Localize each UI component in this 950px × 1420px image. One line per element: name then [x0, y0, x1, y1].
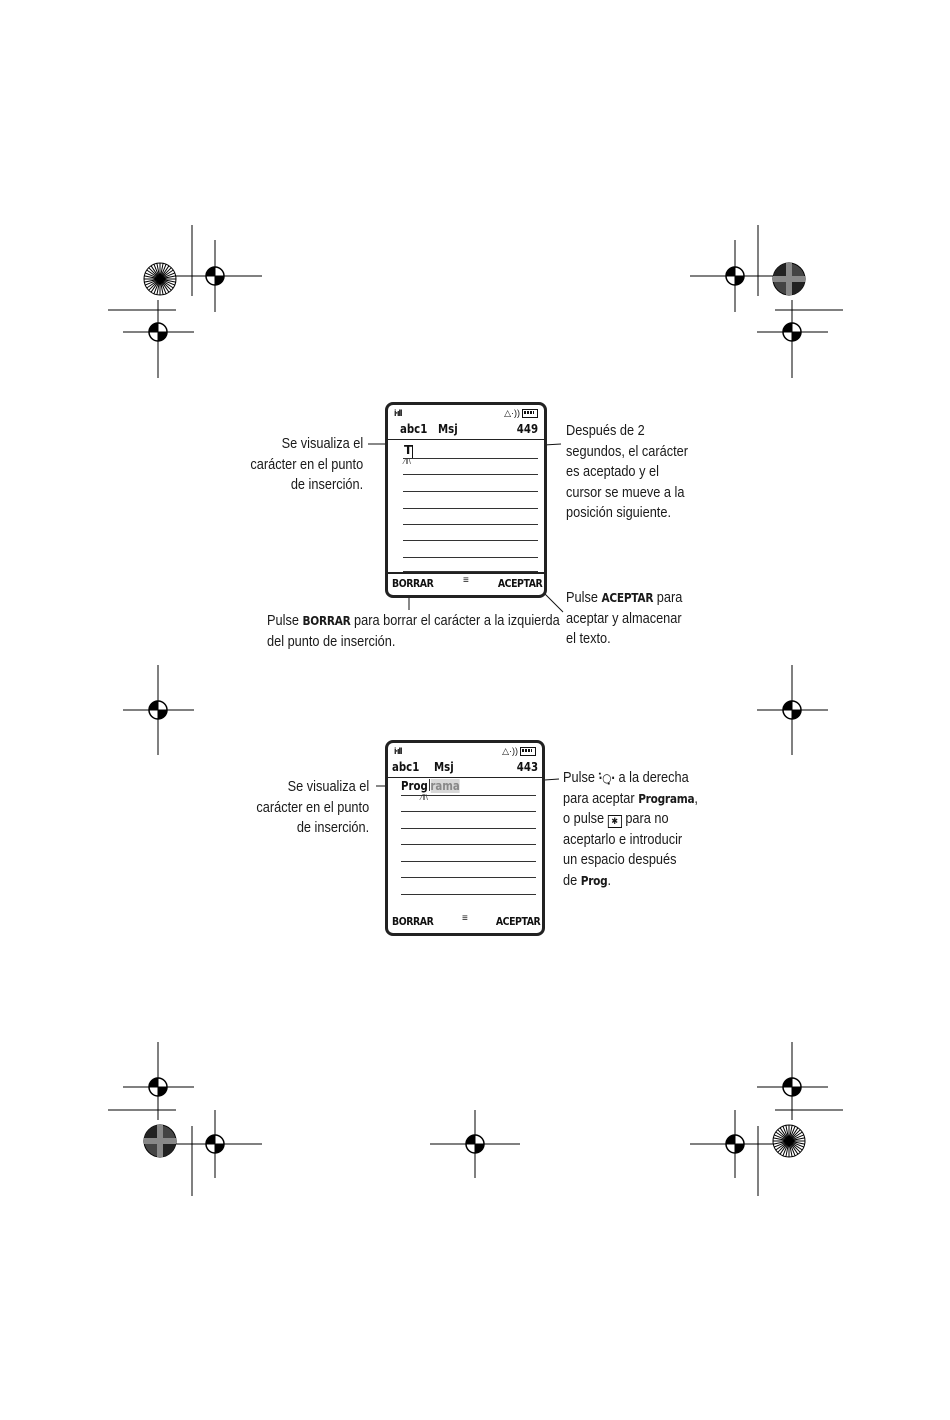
- battery-icon: [520, 747, 536, 756]
- ringer-icon: △·)): [502, 746, 518, 756]
- text-line: [403, 571, 538, 572]
- aceptar-softkey[interactable]: ACEPTAR: [495, 915, 541, 928]
- callout-aceptar: Pulse ACEPTAR para aceptar y almacenar e…: [566, 590, 683, 647]
- text-line: [401, 811, 536, 812]
- typed-text: Prog: [401, 779, 428, 793]
- text-line: [401, 795, 536, 796]
- text-line: [401, 828, 536, 829]
- text-line: [403, 557, 538, 558]
- callout-cursor-advance: Después de 2 segundos, el carácter es ac…: [566, 423, 689, 521]
- callout-insertion-point-2: Se visualiza el carácter en el punto de …: [256, 779, 369, 836]
- borrar-softkey[interactable]: BORRAR: [392, 915, 434, 928]
- text-line: [403, 508, 538, 509]
- text-line: [401, 844, 536, 845]
- text-line: [401, 861, 536, 862]
- callout-insertion-point-1: Se visualiza el carácter en el punto de …: [250, 436, 363, 493]
- key-aceptar: ACEPTAR: [601, 591, 654, 605]
- star-key-icon: ✱: [607, 815, 622, 828]
- key-prog: Prog: [580, 873, 608, 888]
- status-bar: i∙ıll △·)): [388, 743, 542, 759]
- cursor-flash-icon: ⁄‖\: [421, 793, 428, 802]
- message-header: abc1 Msj 443: [388, 759, 542, 778]
- callout-borrar: Pulse BORRAR para borrar el carácter a l…: [267, 613, 560, 650]
- callout-accept-word: Pulse ·̇○̣· a la derecha para aceptar Pr…: [563, 770, 698, 889]
- softkey-bar: BORRAR ≡ ACEPTAR: [388, 572, 544, 595]
- insertion-cursor: [428, 779, 430, 791]
- screen-title: Msj: [438, 422, 458, 436]
- ringer-icon: △·)): [504, 408, 520, 418]
- signal-strength-icon: i∙ıll: [394, 746, 402, 756]
- nav-key-icon: ·̇○̣·: [598, 771, 615, 785]
- text-mode-indicator: abc1: [400, 422, 428, 436]
- character-counter: 443: [516, 760, 538, 774]
- borrar-softkey[interactable]: BORRAR: [392, 577, 434, 590]
- softkey-bar: BORRAR ≡ ACEPTAR: [388, 912, 542, 933]
- phone-screen-1: i∙ıll △·)) abc1 Msj 449 T ⁄‖\ BORRAR ≡ A…: [385, 402, 547, 598]
- text-line: [401, 894, 536, 895]
- signal-strength-icon: i∙ıll: [394, 408, 402, 418]
- key-programa: Programa: [638, 791, 695, 806]
- text-line: [403, 458, 538, 459]
- text-line: [403, 524, 538, 525]
- text-mode-indicator: abc1: [392, 760, 420, 774]
- word-suggestion[interactable]: rama: [430, 779, 460, 793]
- insertion-cursor: [412, 445, 413, 458]
- cursor-flash-icon: ⁄‖\: [404, 457, 411, 466]
- character-counter: 449: [516, 422, 538, 436]
- menu-icon[interactable]: ≡: [463, 575, 469, 586]
- menu-icon[interactable]: ≡: [462, 913, 468, 924]
- battery-icon: [522, 409, 538, 418]
- text-line: [403, 491, 538, 492]
- key-borrar: BORRAR: [302, 614, 351, 628]
- status-bar: i∙ıll △·)): [388, 405, 544, 421]
- aceptar-softkey[interactable]: ACEPTAR: [497, 577, 543, 590]
- text-line: [403, 474, 538, 475]
- message-header: abc1 Msj 449: [388, 421, 544, 440]
- entry-character[interactable]: T: [404, 443, 413, 457]
- text-line: [403, 540, 538, 541]
- text-line: [401, 877, 536, 878]
- screen-title: Msj: [434, 760, 454, 774]
